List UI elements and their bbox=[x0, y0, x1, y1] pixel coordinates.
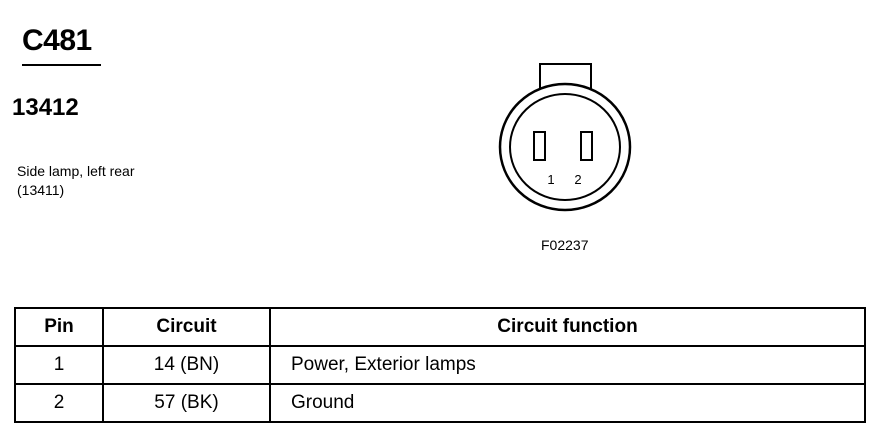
pin-cell: 1 bbox=[14, 345, 104, 385]
table-header-row: Pin Circuit Circuit function bbox=[14, 307, 866, 347]
header-circuit: Circuit bbox=[102, 307, 271, 347]
pin-1-label: 1 bbox=[547, 172, 554, 187]
circuit-function-cell: Power, Exterior lamps bbox=[269, 345, 866, 385]
header-circuit-function: Circuit function bbox=[269, 307, 866, 347]
connector-face-diagram: 1 2 bbox=[498, 63, 632, 212]
part-number: 13412 bbox=[12, 94, 79, 121]
component-description: Side lamp, left rear (13411) bbox=[17, 162, 135, 200]
circuit-cell: 14 (BN) bbox=[102, 345, 271, 385]
circuit-cell: 57 (BK) bbox=[102, 383, 271, 423]
component-description-line2: (13411) bbox=[17, 182, 65, 198]
connector-outer-shell bbox=[498, 82, 632, 212]
pin-cell: 2 bbox=[14, 383, 104, 423]
connector-id: C481 bbox=[22, 24, 92, 57]
header-pin: Pin bbox=[14, 307, 104, 347]
pin-table: Pin Circuit Circuit function 1 14 (BN) P… bbox=[14, 307, 866, 423]
pin-2-label: 2 bbox=[574, 172, 581, 187]
connector-id-underline bbox=[22, 64, 101, 66]
component-description-line1: Side lamp, left rear bbox=[17, 163, 135, 179]
table-row: 1 14 (BN) Power, Exterior lamps bbox=[14, 345, 866, 385]
pin-2-terminal bbox=[580, 131, 593, 161]
pin-1-terminal bbox=[533, 131, 546, 161]
circuit-function-cell: Ground bbox=[269, 383, 866, 423]
table-row: 2 57 (BK) Ground bbox=[14, 383, 866, 423]
figure-code: F02237 bbox=[541, 237, 589, 253]
connector-inner-ring bbox=[509, 93, 621, 201]
